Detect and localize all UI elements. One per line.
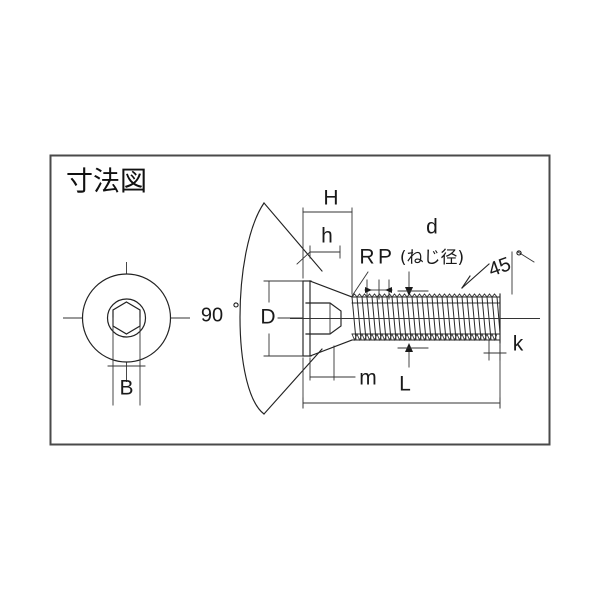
thread-crest-zigzag-top [351, 293, 498, 298]
dimension-label-P: P [378, 246, 392, 269]
dimension-label-R: R [359, 246, 374, 269]
countersink-taper-upper [309, 280, 353, 298]
dimension-label-H: H [323, 187, 338, 210]
dimension-label-L: L [399, 373, 411, 396]
chamfer-leader-line [461, 263, 490, 289]
chamfer-leader-tick [461, 275, 471, 289]
angle-label-90: 90 [201, 304, 223, 326]
r-arrowhead-left [365, 287, 372, 293]
thread-root-zigzag-bottom [351, 332, 498, 342]
hex-socket-polygon [112, 301, 141, 335]
d-thread-arrowhead-top [405, 287, 413, 296]
countersink-angle-arc [239, 202, 265, 415]
countersink-leader-lower [263, 348, 323, 415]
countersink-leader-upper [263, 202, 323, 272]
chamfer-leader-right [517, 251, 535, 263]
d-thread-arrowhead-bottom [405, 343, 413, 352]
countersink-taper-lower [309, 339, 353, 357]
dimension-label-h: h [321, 225, 333, 248]
page-title: 寸法図 [66, 167, 147, 198]
angle-label-45-degree-symbol: ° [515, 248, 524, 268]
top-view-group: B [63, 262, 190, 406]
thread-diameter-note: (ねじ径) [400, 248, 464, 268]
dimension-label-b: B [119, 377, 133, 400]
r-leader-line [351, 271, 369, 297]
dimension-label-m: m [359, 367, 377, 390]
dimension-label-k: k [513, 333, 524, 356]
h-small-leader [296, 251, 311, 265]
angle-label-90-degree-symbol: ° [232, 300, 241, 320]
dimension-label-d: d [426, 216, 438, 239]
side-view-group: 90 ° [201, 187, 540, 415]
p-arrowhead-right [385, 287, 392, 293]
dimension-label-D: D [260, 306, 275, 329]
